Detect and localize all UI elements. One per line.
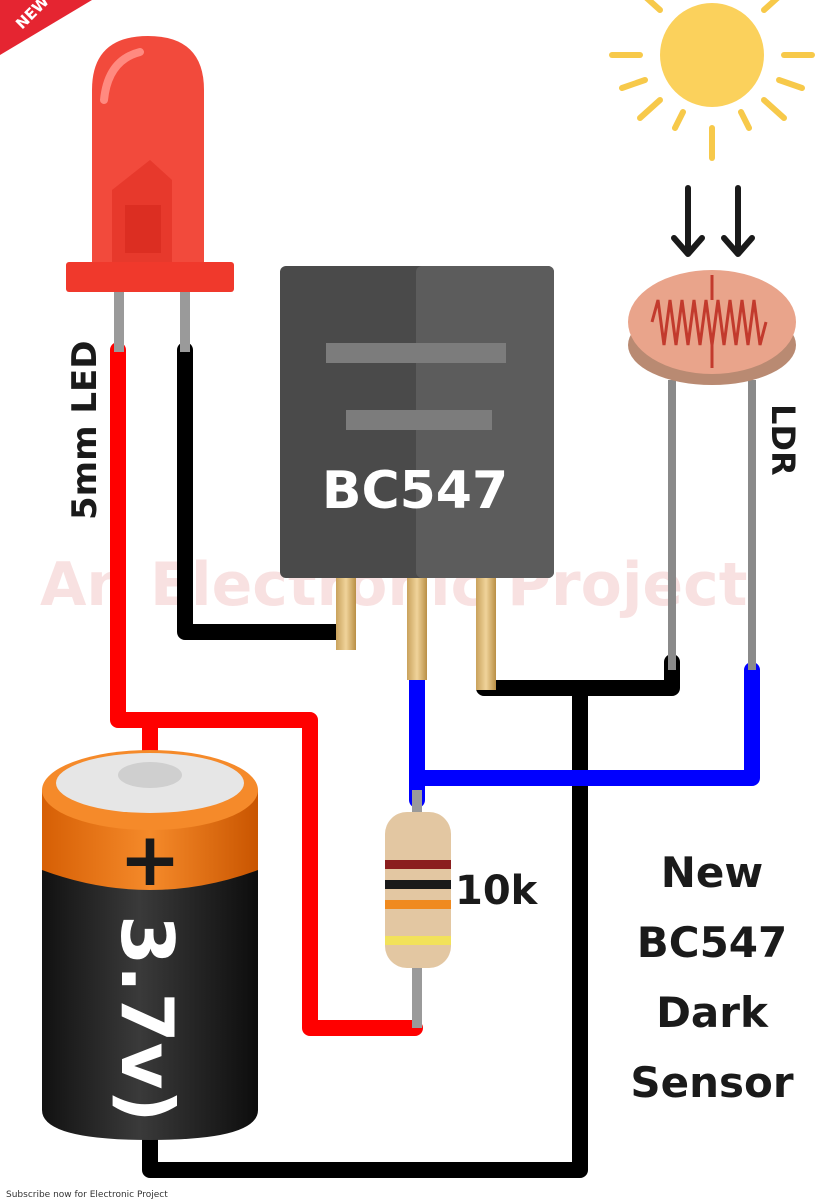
light-arrow-icon — [671, 185, 755, 257]
transistor-label: BC547 — [322, 461, 508, 521]
wire-led-collector — [177, 342, 356, 640]
led-label: 5mm LED — [65, 341, 105, 520]
sun-icon — [609, 0, 815, 161]
title-line-2: BC547 — [637, 918, 788, 967]
battery-voltage: 3.7v) — [105, 915, 189, 1122]
transistor-bc547: BC547 — [280, 266, 554, 690]
wire-ground — [476, 654, 680, 696]
wires — [110, 342, 760, 1178]
wire-ground-return — [142, 680, 588, 1178]
ldr-label: LDR — [764, 404, 802, 476]
footer-text: Subscribe now for Electronic Project — [6, 1190, 168, 1200]
wire-positive-resistor — [142, 712, 423, 1036]
wire-positive — [110, 342, 158, 760]
led — [66, 36, 234, 352]
ldr — [628, 270, 796, 670]
resistor-10k — [385, 790, 451, 1028]
title-line-3: Dark — [656, 988, 769, 1037]
title-line-1: New — [661, 848, 763, 897]
diagram-title: New BC547 Dark Sensor — [630, 848, 793, 1107]
battery-plus: + — [119, 817, 181, 903]
battery: + 3.7v) — [42, 750, 258, 1140]
title-line-4: Sensor — [630, 1058, 793, 1107]
resistor-label: 10k — [455, 868, 539, 914]
new-badge: NEW — [0, 0, 92, 55]
wire-sense — [409, 662, 760, 786]
